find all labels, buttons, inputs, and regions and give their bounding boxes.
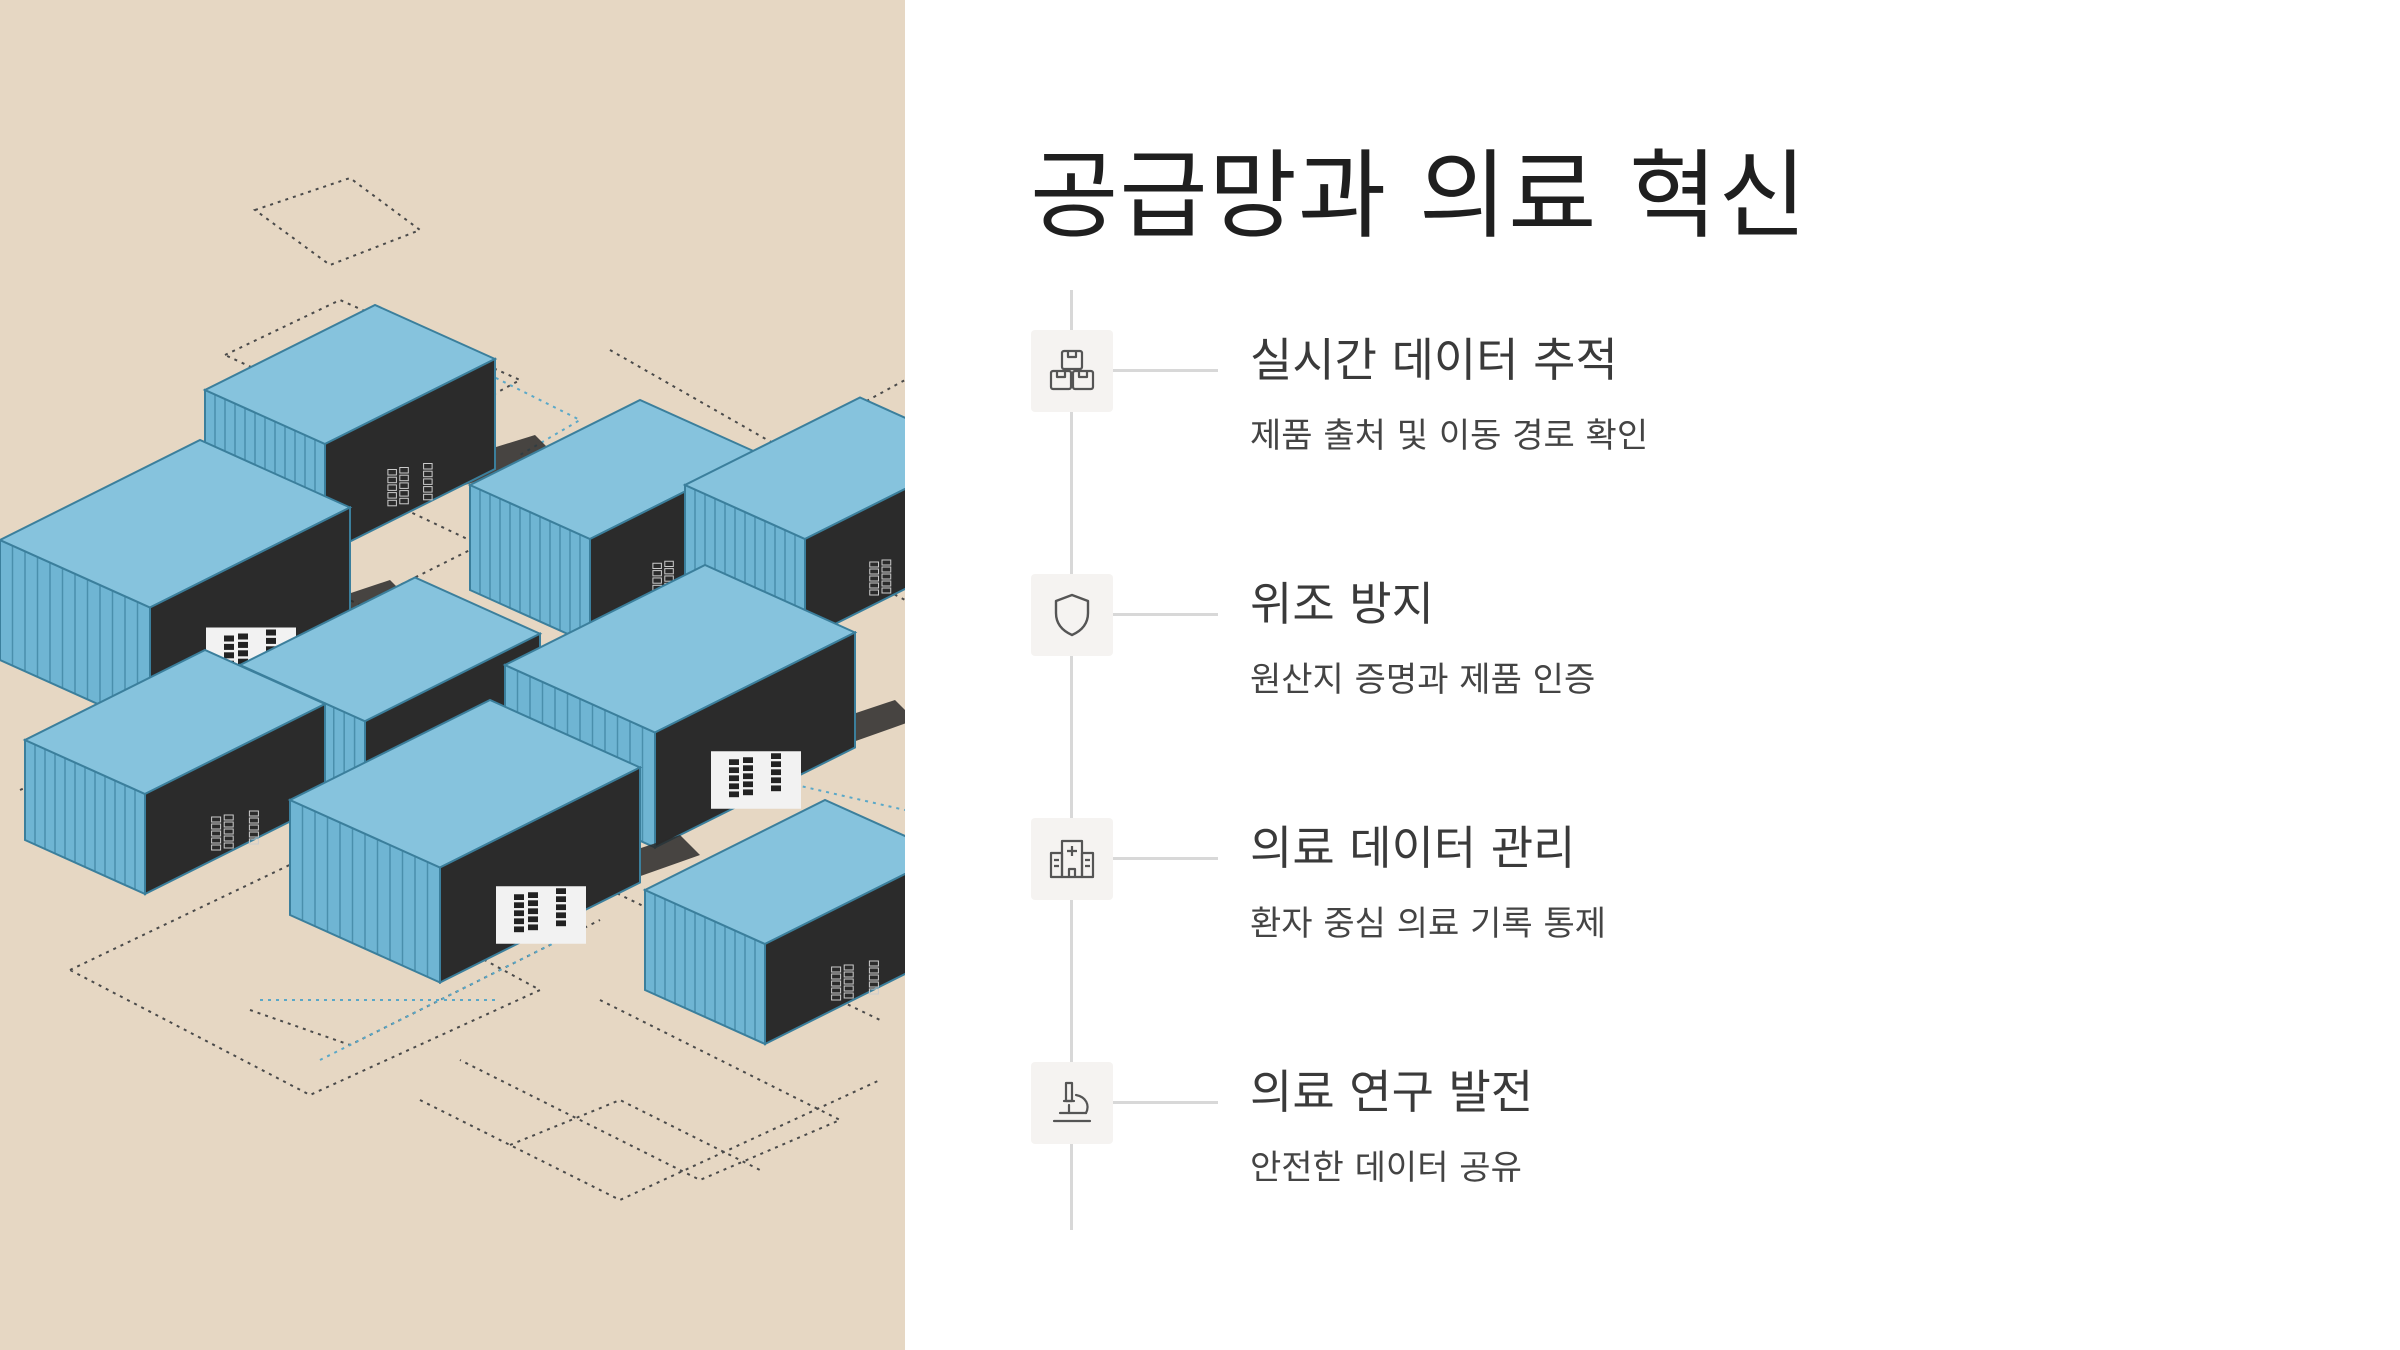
item-title: 위조 방지 [1250,577,1434,631]
shield-icon [1031,574,1113,656]
connector-line [1113,369,1218,372]
timeline-item-research: 의료 연구 발전 안전한 데이터 공유 [905,1062,2305,1222]
timeline-line [1070,290,1073,1230]
item-title: 의료 데이터 관리 [1250,821,1576,875]
connector-line [1113,1101,1218,1104]
microscope-icon [1031,1062,1113,1144]
illustration-panel [0,0,905,1350]
content-area: 공급망과 의료 혁신 실시간 데이터 추적 제품 출처 및 이동 경로 확인 위… [905,0,2400,1350]
timeline-item-medical-data: 의료 데이터 관리 환자 중심 의료 기록 통제 [905,818,2305,978]
item-title: 실시간 데이터 추적 [1250,333,1618,387]
shipping-containers-illustration [0,176,905,1202]
item-description: 안전한 데이터 공유 [1250,1148,1522,1188]
item-description: 제품 출처 및 이동 경로 확인 [1250,416,1649,456]
item-description: 원산지 증명과 제품 인증 [1250,660,1596,700]
item-description: 환자 중심 의료 기록 통제 [1250,904,1607,944]
connector-line [1113,857,1218,860]
boxes-icon [1031,330,1113,412]
timeline-item-anticounterfeit: 위조 방지 원산지 증명과 제품 인증 [905,574,2305,734]
item-title: 의료 연구 발전 [1250,1065,1534,1119]
hospital-icon [1031,818,1113,900]
connector-line [1113,613,1218,616]
page-title: 공급망과 의료 혁신 [1030,140,1808,252]
timeline-item-tracking: 실시간 데이터 추적 제품 출처 및 이동 경로 확인 [905,330,2305,490]
